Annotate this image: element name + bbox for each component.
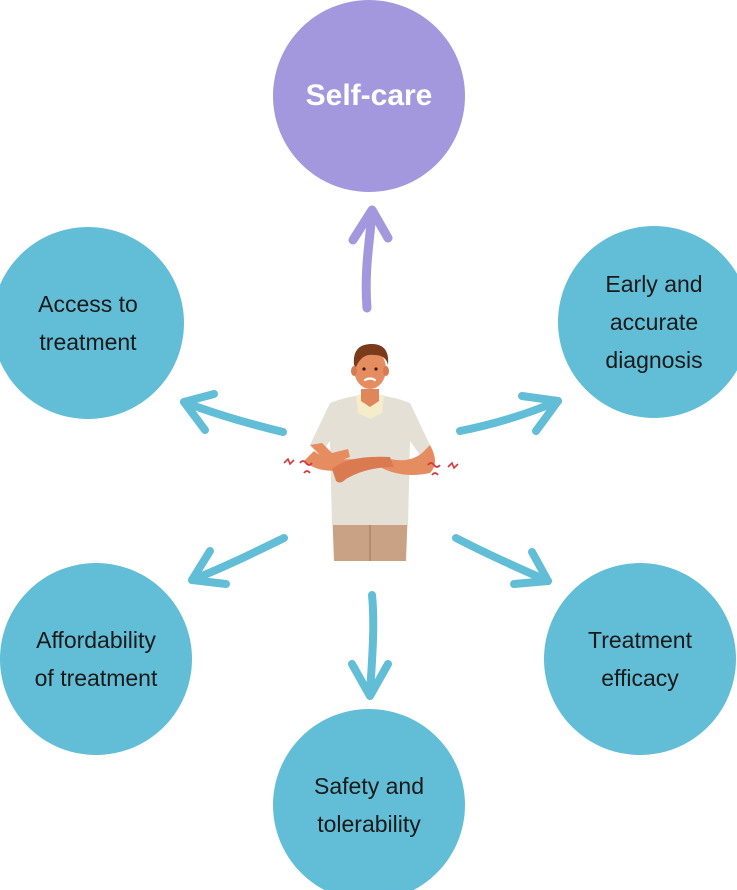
node-label: Early and accurate diagnosis: [605, 271, 703, 373]
node-early-diagnosis: Early and accurate diagnosis: [558, 226, 737, 418]
arrow-to-self-care: [348, 205, 393, 313]
arrow-to-safety: [348, 591, 392, 700]
node-label: Treatment efficacy: [588, 627, 692, 691]
node-safety-tolerability: Safety and tolerability: [273, 709, 465, 890]
node-self-care: Self-care: [273, 0, 465, 192]
node-label: Self-care: [305, 79, 433, 112]
node-label: Affordability of treatment: [34, 627, 158, 691]
person-with-itchy-arms-icon: [283, 343, 459, 561]
arrow-to-affordability: [188, 534, 288, 588]
node-access: Access to treatment: [0, 227, 184, 419]
node-label: Access to treatment: [38, 291, 138, 355]
node-affordability: Affordability of treatment: [0, 563, 192, 755]
arrow-to-early-diagnosis: [456, 392, 562, 435]
arrow-to-treatment-efficacy: [452, 534, 552, 588]
node-treatment-efficacy: Treatment efficacy: [544, 563, 736, 755]
arrow-to-access: [180, 390, 287, 436]
node-label: Safety and tolerability: [314, 773, 424, 837]
